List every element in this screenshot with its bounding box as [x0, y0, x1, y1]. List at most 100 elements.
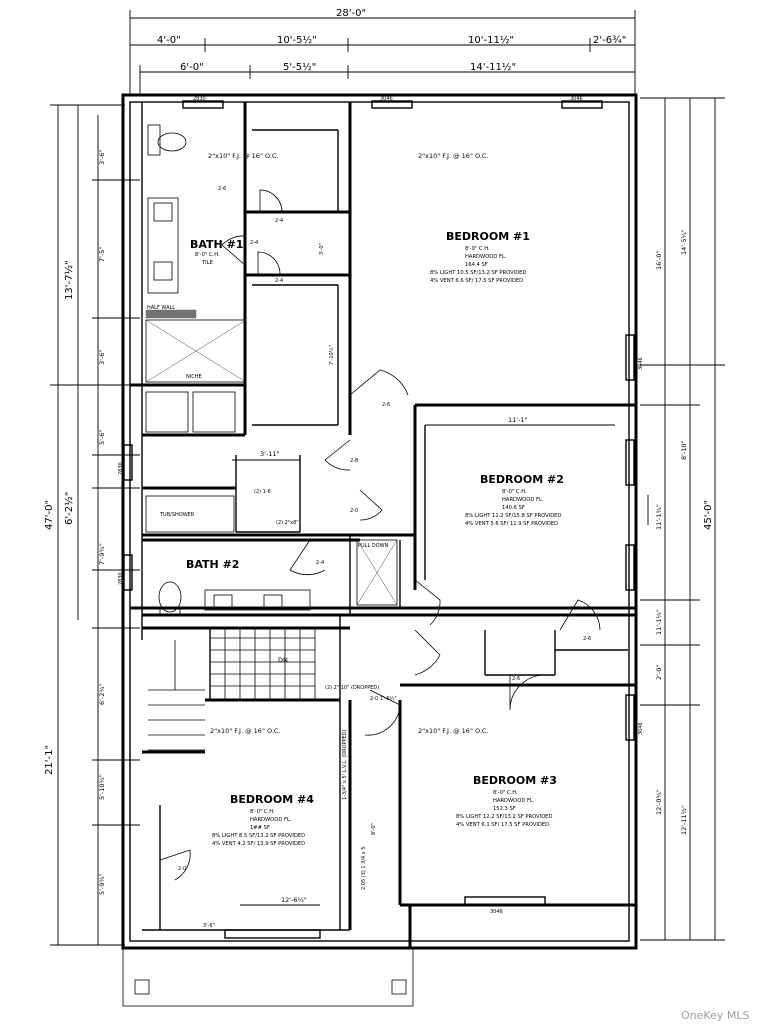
dim-left-inner-1: 3'-6" — [98, 150, 106, 165]
window-tag-bottom1: 3046 — [490, 909, 503, 915]
window-bottom-bedroom3 — [464, 896, 546, 906]
door-bedroom2 — [414, 579, 441, 626]
window-right-bedroom3 — [625, 694, 635, 741]
door-bedroom4-closet — [159, 849, 191, 881]
label-header2: (2) 2"x8" — [276, 520, 299, 526]
dim-left-lower: 21'-1" — [44, 745, 55, 775]
door-bedroom3-closet — [509, 674, 546, 711]
door-tag-1: 2-4 — [275, 218, 283, 224]
label-lvl-beam2: 2.05 (3) 1 3/4 x 5 — [361, 846, 367, 890]
dim-right-mid-2: 8'-10" — [680, 440, 688, 460]
room-bath1-line2: TILE — [201, 260, 213, 266]
dim-right-inner-2: 11'-1¾" — [655, 504, 663, 530]
door-tag-7: 2-4 — [316, 560, 324, 566]
toilet-bath2 — [158, 581, 182, 613]
sink-bath1-a — [153, 202, 173, 222]
dim-left-mid-1: 13'-7½" — [63, 260, 75, 300]
dim-left-overall: 47'-0" — [44, 500, 55, 530]
dim-right-mid-1: 14'-5¼" — [680, 229, 688, 255]
door-bedroom2-closet — [559, 599, 601, 631]
room-bedroom3-line4: 8% LIGHT 12.2 SF/13.2 SF PROVIDED — [456, 814, 552, 820]
window-tag-top1: 2830 — [193, 96, 206, 102]
door-tag-5: 2-8 — [350, 458, 358, 464]
room-bedroom3-line5: 4% VENT 6.1 SF/ 17.5 SF PROVIDED — [456, 822, 549, 828]
washer — [145, 391, 189, 433]
label-pull-down: PULL DOWN — [358, 543, 389, 549]
room-bedroom4-line4: 8% LIGHT 8.5 SF/13.2 SF PROVIDED — [212, 833, 305, 839]
door-tag-10: 2-6 — [218, 186, 226, 192]
dim-left-inner-8: 5'-9¾" — [98, 873, 106, 895]
dim-interior-beam: 8'-0" — [371, 823, 377, 835]
door-tag-9: 2-6 — [512, 676, 520, 682]
room-bedroom4-name: BEDROOM #4 — [230, 793, 314, 806]
window-left-bath2 — [123, 554, 133, 591]
window-bottom-bedroom4 — [224, 929, 321, 939]
door-closet-top — [259, 189, 283, 213]
dim-top-row2-1: 6'-0" — [180, 62, 204, 73]
window-tag-left1: 2830 — [118, 462, 124, 475]
dim-left-inner-7: 5'-10¾" — [98, 774, 106, 800]
watermark-onekey: OneKey MLS — [681, 1009, 749, 1022]
window-right-bedroom1 — [625, 334, 635, 381]
note-joist-bottom-right: 2"x10" F.J. @ 16" O.C. — [418, 727, 489, 735]
dim-top-row2-3: 14'-11½" — [470, 61, 516, 73]
room-bedroom2-line2: HARDWOOD FL. — [502, 497, 544, 503]
dim-top-1: 4'-0" — [157, 35, 181, 46]
room-bedroom4-line3: 1## SF — [250, 825, 270, 831]
window-left-laundry — [123, 444, 133, 481]
window-top-bedroom1-b — [561, 100, 603, 109]
room-bedroom2-name: BEDROOM #2 — [480, 473, 564, 486]
note-joist-top-right: 2"x10" F.J. @ 16" O.C. — [418, 152, 489, 160]
door-tag-8: 2-6 — [583, 636, 591, 642]
label-stair-dn: DN — [278, 656, 288, 664]
room-bedroom2-line5: 4% VENT 5.6 SF/ 11.9 SF PROVIDED — [465, 521, 558, 527]
dim-right-inner-3: 11'-1¼" — [655, 609, 663, 635]
label-header1: (2) 1-6 — [254, 489, 271, 495]
toilet-bath1 — [157, 132, 187, 152]
label-niche: NICHE — [186, 374, 202, 380]
walls — [121, 93, 638, 950]
dim-left-inner-3: 3'-6" — [98, 350, 106, 365]
window-top-bedroom1-a — [371, 100, 413, 109]
window-tag-top3: 3046 — [570, 96, 583, 102]
room-bedroom1-line4: 8% LIGHT 10.5 SF/13.2 SF PROVIDED — [430, 270, 526, 276]
note-joist-top-left: 2"x10" F.J. @ 16" O.C. — [208, 152, 279, 160]
attic-pull-down — [356, 539, 398, 606]
door-tag-6: 2-0 — [350, 508, 358, 514]
door-bedroom4 — [364, 689, 401, 736]
room-bedroom3-line1: 8'-0" C.H. — [493, 790, 518, 796]
dim-right-inner-1: 16'-0" — [655, 250, 663, 270]
fixtures — [122, 124, 414, 1007]
dim-overall-width: 28'-0" — [336, 8, 366, 19]
room-bedroom2-line3: 140.6 SF — [502, 505, 525, 511]
dim-left-inner-6: 6'-2¾" — [98, 683, 106, 705]
room-bedroom3-line2: HARDWOOD FL. — [493, 798, 535, 804]
dim-left-inner-2: 7'-5" — [98, 247, 106, 262]
room-bedroom1-name: BEDROOM #1 — [446, 230, 530, 243]
window-right-bedroom2-b — [625, 544, 635, 591]
dim-right-overall: 45'-0" — [703, 500, 714, 530]
door-bedroom1 — [349, 369, 409, 396]
dim-interior-closet: 3'-0" — [319, 243, 325, 255]
room-bedroom1-line3: 164.4 SF — [465, 262, 488, 268]
dim-left-inner-4: 5'-6" — [98, 430, 106, 445]
window-tag-right1: 3046 — [638, 357, 644, 370]
tub-bath2 — [145, 495, 235, 533]
room-bedroom4-line1: 8'-0" C.H. — [250, 809, 275, 815]
porch — [122, 947, 414, 1007]
dim-right-inner-4: 2'-0" — [655, 665, 663, 680]
label-beam-left: 3'-6" — [203, 923, 215, 929]
dim-top-row2-2: 5'-5½" — [283, 61, 316, 73]
shower-bath1 — [145, 319, 247, 383]
dim-interior-closet2: 7'-10¼" — [329, 345, 335, 365]
door-tag-4: 2-6 — [382, 402, 390, 408]
dim-left-inner-5: 7'-9¾" — [98, 543, 106, 565]
note-joist-bottom-left: 2"x10" F.J. @ 16" O.C. — [210, 727, 281, 735]
room-bath1-name: BATH #1 — [190, 238, 243, 251]
dim-right-inner-5: 12'-0¾" — [655, 789, 663, 815]
door-laundry — [324, 439, 351, 471]
door-closet-mid — [257, 251, 281, 276]
label-header-right: 1'-6½" — [380, 695, 397, 702]
door-tag-11: 2-0 — [370, 696, 378, 702]
